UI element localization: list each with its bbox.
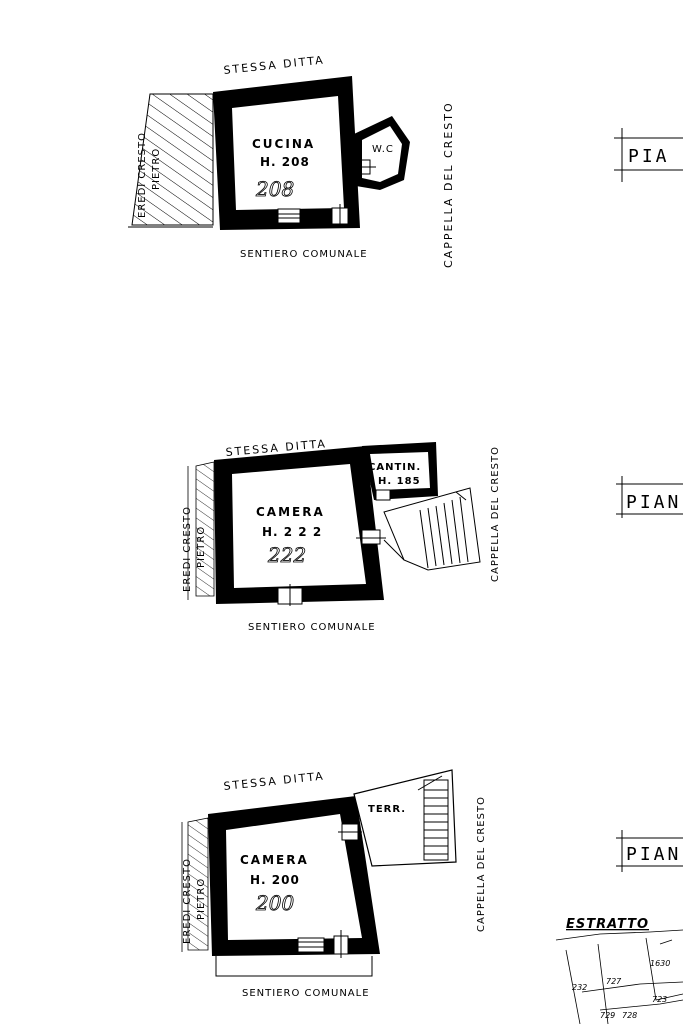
estratto-title: ESTRATTO <box>566 917 649 932</box>
room-height-camera-2: H. 200 <box>250 873 300 887</box>
plan-level-label-1: PIA <box>628 146 670 167</box>
parcel-728: 728 <box>622 1011 637 1020</box>
floor-plan-ground: W.C STESSA DITTA EREDI CRESTO PIETRO CAP… <box>128 53 683 268</box>
cadastral-extract: ESTRATTO 1630 727 232 729 728 723 <box>555 917 683 1024</box>
neighbour-hatch-3 <box>187 817 209 951</box>
neighbour-hatch-2 <box>195 461 215 597</box>
room-name-camera-1: CAMERA <box>256 505 325 519</box>
plan-level-label-3: PIAN <box>626 844 681 865</box>
walls-wc <box>354 116 410 190</box>
walls-kitchen <box>213 76 360 230</box>
room-hand-camera-1: 222 <box>267 543 306 567</box>
neighbour-hatch-1 <box>131 93 214 226</box>
door-camera-east <box>361 529 381 545</box>
floor-plan-second: TERR. STESSA DITTA EREDI CRESTO PIETRO <box>181 769 683 999</box>
plan-level-label-2: PIAN <box>626 492 681 513</box>
parcel-729: 729 <box>600 1011 615 1020</box>
south-label-1: SENTIERO COMUNALE <box>240 249 368 260</box>
walls-camera-2 <box>208 796 380 956</box>
terrace-outline <box>353 769 457 867</box>
window-cantina <box>375 489 391 501</box>
south-label-3: SENTIERO COMUNALE <box>242 988 370 999</box>
terrace-label: TERR. <box>368 804 406 815</box>
parcel-727: 727 <box>606 977 622 986</box>
cantina-name: CANTIN. <box>368 462 421 473</box>
north-label-1: STESSA DITTA <box>223 53 325 77</box>
east-label-3: CAPPELLA DEL CRESTO <box>476 796 487 932</box>
window-kitchen-south <box>277 208 301 224</box>
walls-cantina <box>362 442 438 500</box>
south-label-2: SENTIERO COMUNALE <box>248 622 376 633</box>
room-hand-cucina: 208 <box>255 177 294 201</box>
room-name-cucina: CUCINA <box>252 137 315 151</box>
east-label-2: CAPPELLA DEL CRESTO <box>490 446 501 582</box>
parcel-723: 723 <box>652 995 667 1004</box>
staircase-2 <box>417 775 449 861</box>
room-name-camera-2: CAMERA <box>240 853 309 867</box>
room-hand-camera-2: 200 <box>255 891 294 915</box>
wc-label: W.C <box>372 144 394 155</box>
west-label-2a: EREDI CRESTO <box>182 506 193 592</box>
floor-plan-first: CANTIN. H. 185 STESSA DITTA EREDI CRESTO… <box>182 437 683 633</box>
room-height-cucina: H. 208 <box>260 155 310 169</box>
room-height-camera-1: H. 2 2 2 <box>262 525 322 539</box>
west-label-3b: PIETRO <box>196 878 207 920</box>
west-label-3a: EREDI CRESTO <box>182 858 193 944</box>
west-label-2b: PIETRO <box>196 526 207 568</box>
parcel-1630: 1630 <box>650 959 670 968</box>
staircase-1 <box>383 487 481 571</box>
east-label-1: CAPPELLA DEL CRESTO <box>442 101 455 268</box>
parcel-232: 232 <box>572 983 587 992</box>
north-label-3: STESSA DITTA <box>223 769 325 793</box>
window-camera-south <box>297 937 325 953</box>
west-label-1b: PIETRO <box>151 148 162 190</box>
west-label-1a: EREDI CRESTO <box>137 132 148 218</box>
cantina-height: H. 185 <box>378 476 421 487</box>
